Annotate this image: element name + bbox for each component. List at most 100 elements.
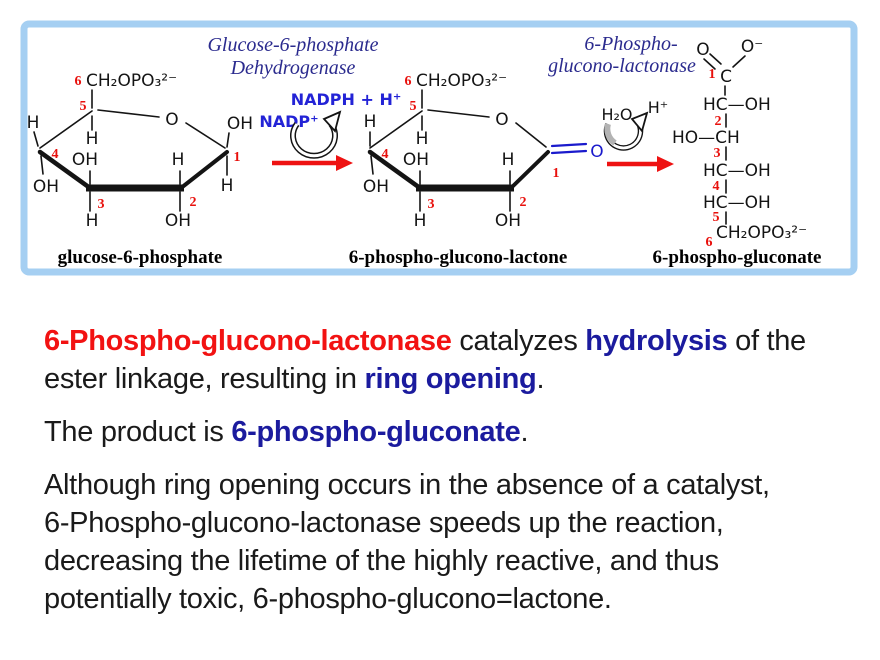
- m2-c2-h-up-label: H: [502, 150, 515, 170]
- enzyme1-name-line2: Dehydrogenase: [230, 57, 356, 79]
- m2-number-5: 5: [410, 99, 417, 114]
- m2-number-4: 4: [382, 147, 389, 162]
- m2-carbonyl-double-bond: [550, 142, 588, 155]
- bond: [39, 110, 93, 149]
- m2-number-1: 1: [553, 166, 560, 181]
- bond: [370, 155, 374, 175]
- bond: [709, 53, 722, 65]
- cofactor-cycle-arrow-2: [603, 111, 649, 151]
- double-bond-line: [550, 149, 588, 155]
- m1-number-5: 5: [80, 99, 87, 114]
- m1-c1-oh-label: OH: [227, 114, 253, 134]
- m2-c5-h-label: H: [416, 129, 429, 149]
- m1-substituent-bonds: [33, 89, 230, 212]
- m1-c4-h-label: H: [27, 113, 40, 133]
- m3-carboxyl-o-minus: O⁻: [741, 37, 763, 57]
- caption-6-phospho-glucono-lactone: 6-phospho-glucono-lactone: [349, 247, 568, 268]
- text-segment: .: [536, 363, 545, 395]
- cycle-arrowhead: [322, 110, 342, 133]
- nadph-label: NADPH + H⁺: [291, 90, 402, 109]
- step1-annotations: Glucose-6-phosphate Dehydrogenase NADPH …: [207, 34, 401, 171]
- enzyme2-name-line1: 6-Phospho-: [584, 33, 677, 55]
- caption-6-phospho-gluconate: 6-phospho-gluconate: [653, 247, 822, 268]
- m2-c3-h-down-label: H: [414, 211, 427, 231]
- m1-number-2: 2: [190, 195, 197, 210]
- m1-c5-h-label: H: [86, 129, 99, 149]
- m2-number-6: 6: [405, 74, 412, 89]
- bond: [33, 131, 39, 147]
- m2-c4-oh-label: OH: [363, 177, 389, 197]
- m2-carbon-numbers: 6 5 4 3 2 1: [382, 74, 560, 212]
- bond: [226, 132, 230, 148]
- bond: [509, 150, 550, 190]
- molecule-6-phospho-gluconate: O O⁻ C HC—OH HO—CH HC—OH HC—OH CH₂OPO₃²⁻…: [672, 37, 807, 250]
- reaction-arrow-2: [607, 156, 674, 172]
- enzyme-name-highlight: 6-Phospho-glucono-lactonase: [44, 325, 452, 357]
- hydrolysis-highlight: hydrolysis: [585, 325, 728, 357]
- text-segment: ester linkage, resulting in: [44, 363, 365, 395]
- bond: [427, 109, 490, 118]
- m2-carbonyl-oxygen: O: [590, 142, 603, 162]
- paragraph-product: The product is 6-phospho-gluconate.: [44, 413, 850, 451]
- m1-ring-bonds: [37, 109, 229, 192]
- cycle-arrowhead: [630, 111, 649, 133]
- m1-ring-oxygen: O: [165, 110, 178, 130]
- molecule-6-phospho-glucono-lactone: CH₂OPO₃²⁻ O H OH H OH H H OH O 6 5 4 3 2…: [363, 71, 604, 231]
- text-segment: Although ring opening occurs in the abse…: [44, 469, 770, 501]
- text-segment: 6-Phospho-glucono-lactonase speeds up th…: [44, 507, 724, 539]
- cycle-arc-gray: [604, 123, 617, 146]
- bond: [40, 155, 44, 175]
- bond: [369, 110, 423, 149]
- m3-number-2: 2: [715, 114, 722, 129]
- m1-c1-h-label: H: [221, 176, 234, 196]
- m3-carbon-numbers: 1 2 3 4 5 6: [706, 67, 722, 250]
- h2o-label: H₂O: [601, 105, 632, 124]
- bond: [185, 122, 226, 149]
- m2-number-2: 2: [520, 195, 527, 210]
- m1-c4-oh-label: OH: [33, 177, 59, 197]
- m2-c6-phosphate-formula: CH₂OPO₃²⁻: [416, 71, 507, 91]
- m2-c2-oh-down-label: OH: [495, 211, 521, 231]
- text-segment: The product is: [44, 416, 232, 448]
- ring-opening-highlight: ring opening: [364, 363, 537, 395]
- caption-glucose-6-phosphate: glucose-6-phosphate: [58, 247, 223, 268]
- m3-c1-carbon: C: [720, 67, 732, 87]
- arrow-head: [657, 156, 674, 172]
- m1-c3-oh-up-label: OH: [72, 150, 98, 170]
- product-name-highlight: 6-phospho-gluconate: [231, 416, 521, 448]
- m1-c2-h-up-label: H: [172, 150, 185, 170]
- m3-c6-phosphate-formula: CH₂OPO₃²⁻: [716, 223, 807, 243]
- m2-ring-bonds: [367, 109, 550, 192]
- h-plus-label: H⁺: [648, 98, 668, 117]
- m3-number-3: 3: [714, 146, 721, 161]
- m1-carbon-numbers: 6 5 4 3 2 1: [52, 74, 241, 212]
- enzyme1-name-line1: Glucose-6-phosphate: [207, 34, 378, 56]
- m3-number-4: 4: [713, 179, 720, 194]
- m3-row-c3: HO—CH: [672, 128, 740, 148]
- m3-row-c5: HC—OH: [703, 193, 771, 213]
- m1-number-4: 4: [52, 147, 59, 162]
- m3-bonds: [703, 53, 746, 225]
- m3-row-c4: HC—OH: [703, 161, 771, 181]
- m3-carboxyl-o: O: [696, 40, 709, 60]
- m3-number-6: 6: [706, 235, 713, 250]
- bond: [37, 149, 93, 191]
- reaction-diagram: CH₂OPO₃²⁻ O H OH H OH H H OH OH H 6 5 4 …: [20, 20, 858, 276]
- double-bond-line: [550, 142, 588, 148]
- nadp-label: NADP⁺: [259, 112, 318, 131]
- cycle-arc-inner: [291, 123, 337, 158]
- m2-c3-oh-up-label: OH: [403, 150, 429, 170]
- m1-number-3: 3: [98, 197, 105, 212]
- bond: [367, 149, 423, 191]
- text-segment: of the: [727, 325, 806, 357]
- m1-number-1: 1: [234, 150, 241, 165]
- m2-c4-h-label: H: [364, 112, 377, 132]
- m2-substituent-bonds: [369, 89, 511, 212]
- text-segment: decreasing the lifetime of the highly re…: [44, 545, 719, 577]
- text-segment: catalyzes: [451, 325, 586, 357]
- molecule-glucose-6-phosphate: CH₂OPO₃²⁻ O H OH H OH H H OH OH H 6 5 4 …: [27, 71, 253, 231]
- bond: [703, 58, 716, 70]
- m3-number-1: 1: [709, 67, 716, 82]
- reaction-arrow-1: [272, 155, 353, 171]
